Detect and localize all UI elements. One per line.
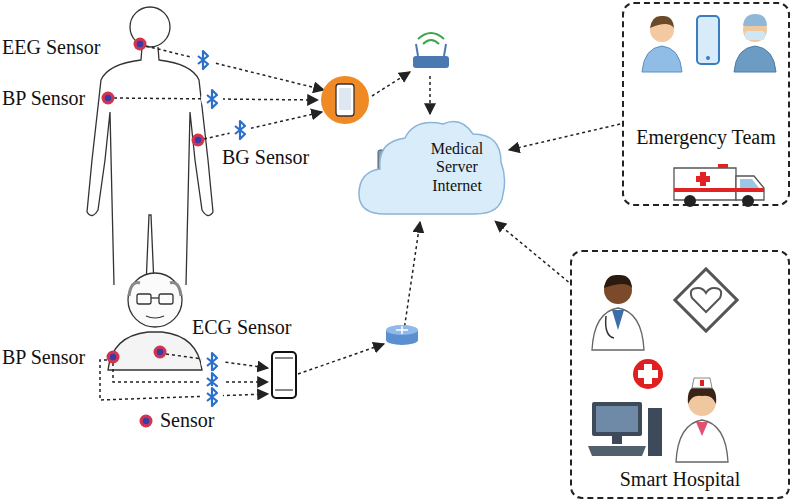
human-figure <box>87 7 213 285</box>
router-icon <box>386 325 418 345</box>
nurse-icon <box>676 378 728 462</box>
bluetooth-symbols <box>192 49 251 408</box>
ambulance-icon <box>674 164 764 207</box>
doctor-icon <box>592 275 644 350</box>
smartphone-icon <box>321 76 369 124</box>
bluetooth-links <box>100 46 430 400</box>
sensor-label: BP Sensor <box>2 346 85 369</box>
red-cross-icon <box>633 359 663 389</box>
computer-icon <box>588 402 662 456</box>
node-text: Medical Server Internet <box>417 140 497 195</box>
node-text: Emergency Team <box>636 126 775 149</box>
legend-text: Sensor <box>160 409 214 432</box>
sensor-label: EEG Sensor <box>2 36 100 59</box>
smart-hospital-box: Smart Hospital <box>570 250 790 499</box>
sensor-label: BP Sensor <box>2 87 85 110</box>
node-text: Smart Hospital <box>620 468 741 491</box>
sensor-label: ECG Sensor <box>192 316 291 339</box>
mobile-phone-icon <box>697 16 719 64</box>
smartphone-icon <box>272 352 296 398</box>
masked-doctor-icon <box>734 14 776 72</box>
emergency-team-box: Emergency Team <box>622 2 790 206</box>
health-sign-icon <box>675 269 737 331</box>
wifi-router-icon <box>413 33 449 68</box>
staff-icon <box>642 16 682 72</box>
sensor-label: BG Sensor <box>222 146 309 169</box>
dashed-connector <box>495 221 568 282</box>
sensor-dots <box>102 38 205 428</box>
cloud-server: Medical Server Internet <box>355 116 507 220</box>
dashed-connector <box>509 124 620 150</box>
cloud-outline <box>355 116 507 220</box>
patient-figure <box>108 273 202 370</box>
